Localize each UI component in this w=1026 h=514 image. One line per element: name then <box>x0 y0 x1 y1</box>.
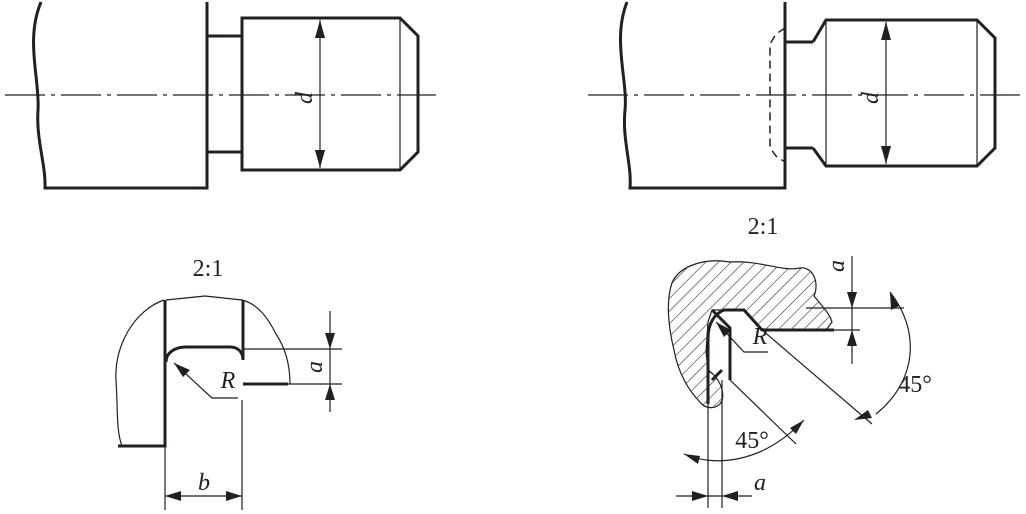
radius-label-right: R <box>752 324 768 350</box>
dimension-d-label-right: d <box>858 91 884 104</box>
dimension-a-left: a <box>243 311 342 412</box>
dimension-b-label-left: b <box>198 470 210 496</box>
detail-left: 2:1 a R b <box>115 256 342 510</box>
relief-groove-right <box>785 40 813 150</box>
dimension-a-label-bottom-right: a <box>754 470 766 496</box>
shaft-view-left: d <box>5 1 436 190</box>
undercut-edges-right <box>710 308 732 382</box>
shaft-view-right: d <box>588 1 1022 190</box>
detail-profile-right <box>706 308 834 404</box>
radius-R-right: R <box>715 321 768 353</box>
detail-right: 2:1 a R 45° 45° <box>667 214 932 508</box>
angle-label-inner-right: 45° <box>735 428 769 454</box>
dimension-d-left: d <box>292 20 325 168</box>
hatched-section-right <box>667 260 833 409</box>
scale-label-right: 2:1 <box>748 214 779 240</box>
dimension-a-bottom-right: a <box>676 380 766 508</box>
scale-label-left: 2:1 <box>193 256 224 282</box>
radius-R-left: R <box>173 362 238 399</box>
angle-45-inner-right: 45° <box>683 379 805 464</box>
dimension-b-left: b <box>164 400 243 510</box>
shaft-body-left <box>32 1 209 190</box>
radius-label-left: R <box>220 368 236 394</box>
angle-label-outer-right: 45° <box>898 372 932 398</box>
dimension-a-label-left: a <box>302 361 328 373</box>
angle-45-outer-right: 45° <box>761 291 932 425</box>
thread-section-left <box>240 16 420 172</box>
dimension-a-label-top-right: a <box>824 260 850 272</box>
thread-section-right <box>811 18 997 168</box>
dimension-d-label-left: d <box>292 91 318 104</box>
relief-groove-left <box>207 34 242 154</box>
dimension-d-right: d <box>858 22 891 164</box>
dimension-a-top-right: a <box>806 256 904 364</box>
detail-outline-left <box>115 295 291 447</box>
detail-profile-left <box>118 300 288 448</box>
thread-inner-lines-right <box>825 20 978 166</box>
shaft-body-right <box>619 1 787 190</box>
